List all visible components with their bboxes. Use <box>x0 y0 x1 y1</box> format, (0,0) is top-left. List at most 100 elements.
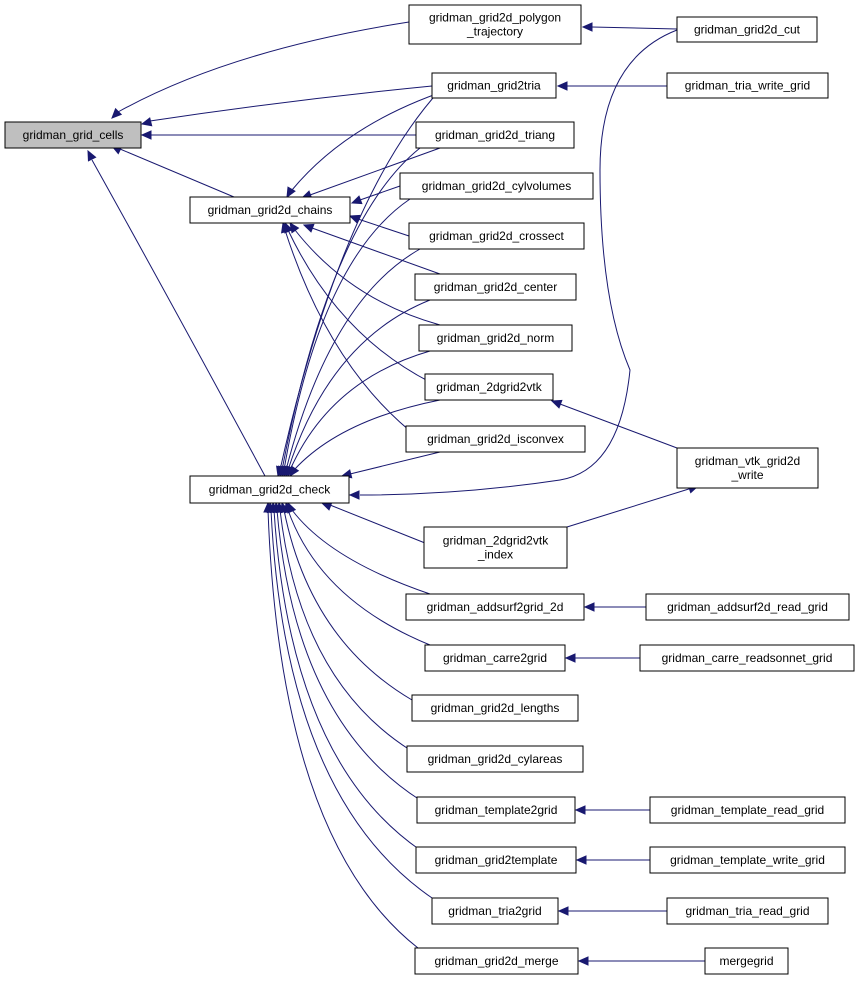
arrowhead-polygon_traj-to-grid_cells <box>111 107 123 119</box>
edge-cylareas-to-grid2d_check <box>279 509 411 751</box>
node-label: mergegrid <box>719 954 773 968</box>
node-grid2d_chains[interactable]: gridman_grid2d_chains <box>189 196 351 224</box>
arrowhead-carre_read-to-carre2grid <box>564 653 576 663</box>
arrowhead-cylvolumes-to-grid2d_chains <box>350 195 363 205</box>
edge-tria2grid-to-grid2d_check <box>270 509 436 901</box>
node-box <box>4 121 142 149</box>
edge-grid2d_cut-to-grid2d_check <box>359 29 678 496</box>
arrowhead-vtk_write-to-grid2vtk <box>550 399 563 409</box>
arrowhead-norm-to-grid2d_chains <box>289 221 300 234</box>
edge-carre2grid-to-grid2d_check <box>287 509 431 646</box>
node-addsurf2grid[interactable]: gridman_addsurf2grid_2d <box>405 593 585 621</box>
node-label: gridman_tria_read_grid <box>685 904 809 918</box>
node-label: gridman_grid2template <box>435 853 558 867</box>
node-polygon_traj[interactable]: gridman_grid2d_polygon_trajectory <box>408 4 582 45</box>
node-grid2vtk[interactable]: gridman_2dgrid2vtk <box>424 373 554 401</box>
arrowhead-template_read-to-template2grid <box>574 805 586 815</box>
arrowhead-grid2d_check-to-grid_cells <box>87 149 97 162</box>
node-grid2d_check[interactable]: gridman_grid2d_check <box>189 475 350 504</box>
node-carre2grid[interactable]: gridman_carre2grid <box>424 644 566 672</box>
edge-polygon_traj-to-grid_cells <box>117 21 410 113</box>
node-box <box>431 72 557 99</box>
node-cylareas[interactable]: gridman_grid2d_cylareas <box>406 745 584 773</box>
arrowhead-grid2vtk_index-to-grid2d_check <box>320 501 333 511</box>
arrowhead-grid2d_triang-to-grid_cells <box>140 130 152 140</box>
node-center[interactable]: gridman_grid2d_center <box>414 273 577 301</box>
node-label: _trajectory <box>466 25 523 39</box>
edge-grid2vtk_index-to-vtk_write <box>566 487 693 528</box>
node-label: gridman_grid2tria <box>447 79 541 93</box>
node-label: gridman_grid_cells <box>23 128 124 142</box>
node-box <box>406 745 584 773</box>
arrowhead-addsurf_read-to-addsurf2grid <box>583 602 595 612</box>
node-box <box>189 196 351 224</box>
node-label: _index <box>477 548 513 562</box>
node-box <box>416 796 576 824</box>
node-label: gridman_grid2d_center <box>434 280 557 294</box>
edge-center-to-grid2d_check <box>287 299 431 471</box>
call-graph-edges <box>87 21 705 966</box>
node-label: gridman_grid2d_polygon <box>429 11 561 25</box>
node-tria_read[interactable]: gridman_tria_read_grid <box>666 897 829 925</box>
node-box <box>666 897 829 925</box>
node-grid2vtk_index[interactable]: gridman_2dgrid2vtk_index <box>423 526 568 569</box>
edge-grid2d_check-to-grid_cells <box>91 159 266 477</box>
arrowhead-mergegrid-to-merge <box>577 956 589 966</box>
edge-lengths-to-grid2d_check <box>283 509 413 701</box>
edge-crossect-to-grid2d_check <box>285 248 421 471</box>
edge-grid2d_triang-to-grid2d_chains <box>309 147 441 196</box>
node-label: gridman_2dgrid2vtk <box>443 534 549 548</box>
node-label: gridman_grid2d_chains <box>208 203 333 217</box>
node-addsurf_read[interactable]: gridman_addsurf2d_read_grid <box>645 593 850 621</box>
node-merge[interactable]: gridman_grid2d_merge <box>414 947 579 975</box>
arrowhead-merge-to-grid2d_check <box>263 501 273 513</box>
call-graph-nodes: gridman_grid_cells gridman_grid2d_polygon… <box>4 4 855 975</box>
node-crossect[interactable]: gridman_grid2d_crossect <box>408 222 585 250</box>
node-grid2d_cut[interactable]: gridman_grid2d_cut <box>676 16 818 43</box>
node-label: gridman_addsurf2d_read_grid <box>667 600 828 614</box>
node-tria_write_grid[interactable]: gridman_tria_write_grid <box>666 72 829 99</box>
node-box <box>414 273 577 301</box>
edge-grid2d_triang-to-grid2d_check <box>281 147 421 471</box>
node-vtk_write[interactable]: gridman_vtk_grid2d_write <box>676 447 819 489</box>
node-box <box>411 694 579 722</box>
node-label: _write <box>730 468 763 482</box>
node-label: gridman_vtk_grid2d <box>695 454 800 468</box>
node-box <box>408 222 585 250</box>
node-label: gridman_grid2d_cylvolumes <box>422 179 571 193</box>
node-template2grid[interactable]: gridman_template2grid <box>416 796 576 824</box>
node-grid2tria[interactable]: gridman_grid2tria <box>431 72 557 99</box>
node-norm[interactable]: gridman_grid2d_norm <box>418 324 573 352</box>
node-mergegrid[interactable]: mergegrid <box>704 947 789 975</box>
edge-grid2vtk_index-to-grid2d_check <box>329 504 431 546</box>
node-carre_read[interactable]: gridman_carre_readsonnet_grid <box>639 644 855 672</box>
edge-grid2vtk-to-grid2d_chains <box>287 229 441 388</box>
node-grid_cells[interactable]: gridman_grid_cells <box>4 121 142 149</box>
node-cylvolumes[interactable]: gridman_grid2d_cylvolumes <box>399 172 594 200</box>
node-box <box>423 526 568 569</box>
node-box <box>405 593 585 621</box>
node-lengths[interactable]: gridman_grid2d_lengths <box>411 694 579 722</box>
node-box <box>405 425 586 453</box>
node-box <box>424 373 554 401</box>
node-label: gridman_grid2d_norm <box>437 331 554 345</box>
node-label: gridman_tria2grid <box>448 904 541 918</box>
node-label: gridman_grid2d_isconvex <box>427 432 564 446</box>
arrowhead-grid2d_cut-to-grid2d_check <box>348 490 360 500</box>
node-grid2d_triang[interactable]: gridman_grid2d_triang <box>415 121 575 149</box>
node-box <box>666 72 829 99</box>
edge-center-to-grid2d_chains <box>311 227 441 275</box>
arrowhead-template_write-to-grid2template <box>575 855 587 865</box>
node-template_read[interactable]: gridman_template_read_grid <box>649 796 846 824</box>
arrowhead-crossect-to-grid2d_chains <box>348 214 361 224</box>
node-tria2grid[interactable]: gridman_tria2grid <box>431 897 559 925</box>
node-isconvex[interactable]: gridman_grid2d_isconvex <box>405 425 586 453</box>
edge-merge-to-grid2d_check <box>267 509 419 949</box>
node-label: gridman_carre2grid <box>443 651 547 665</box>
edge-isconvex-to-grid2d_check <box>349 451 441 475</box>
node-box <box>704 947 789 975</box>
node-grid2template[interactable]: gridman_grid2template <box>415 846 577 874</box>
node-template_write[interactable]: gridman_template_write_grid <box>649 846 846 874</box>
node-label: gridman_template2grid <box>435 803 558 817</box>
